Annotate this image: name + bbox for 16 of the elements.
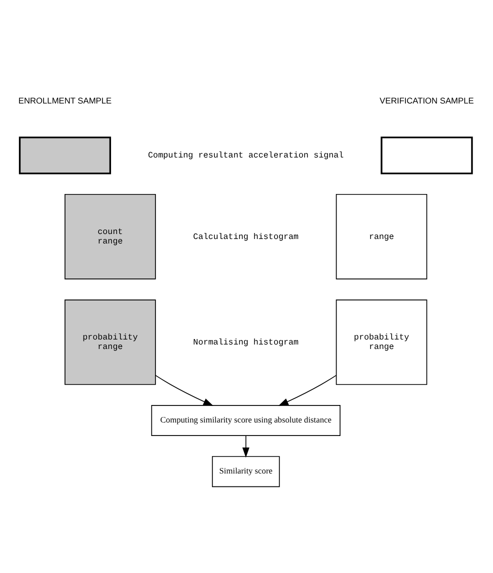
node-box: count range: [64, 194, 156, 280]
node-box: Computing similarity score using absolute distance: [151, 405, 340, 436]
node-box: probability range: [64, 299, 156, 385]
label: Calculating histogram: [193, 232, 299, 242]
node-box: [380, 136, 473, 174]
node-box: range: [336, 194, 428, 280]
label: VERIFICATION SAMPLE: [380, 96, 474, 106]
label: Normalising histogram: [193, 337, 299, 348]
label: Computing resultant acceleration signal: [148, 150, 344, 161]
label: ENROLLMENT SAMPLE: [18, 96, 112, 106]
node-box: Similarity score: [212, 456, 280, 488]
node-box: probability range: [336, 299, 428, 385]
arrow: [278, 374, 337, 406]
arrow: [155, 374, 214, 406]
node-box: [18, 136, 112, 174]
arrow: [242, 435, 250, 458]
